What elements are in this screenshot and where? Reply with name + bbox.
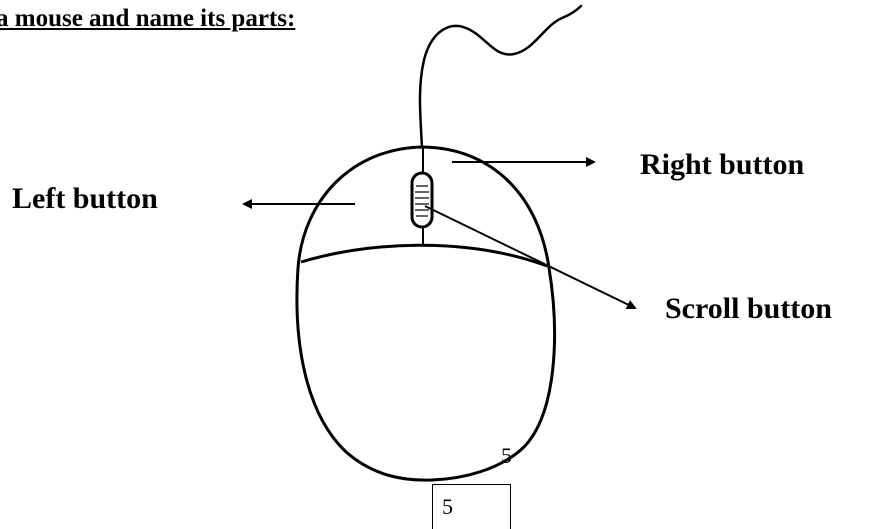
right-button-label: Right button bbox=[640, 150, 804, 180]
page-number-small: 5 bbox=[501, 445, 512, 467]
page-number-box: 5 bbox=[432, 484, 511, 529]
page-number-boxed: 5 bbox=[442, 496, 453, 518]
scroll-button-label: Scroll button bbox=[665, 294, 832, 324]
scroll-wheel bbox=[412, 173, 432, 227]
mouse-cable bbox=[420, 6, 581, 150]
left-button-label: Left button bbox=[12, 184, 158, 214]
